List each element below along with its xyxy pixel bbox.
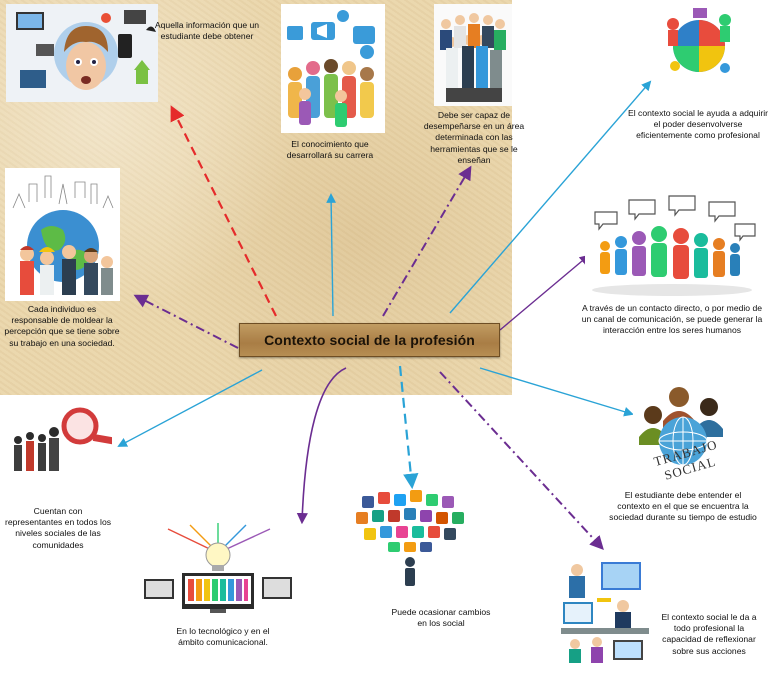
connector-responsible [133,294,239,349]
node-power: El contexto social le ayuda a adquirir e… [628,108,768,141]
node-responsible: Cada individuo es responsable de moldear… [4,304,120,348]
connector-perform [382,165,472,317]
connector-power [449,80,652,314]
node-technology: En lo tecnológico y en el ámbito comunic… [176,626,270,648]
knowledge-people-image [281,4,385,133]
connector-knowledge [326,193,337,317]
node-perform: Debe ser capaz de desempeñarse en un áre… [423,110,525,165]
connector-changes [398,365,419,490]
node-knowledge: El conocimiento que desarrollará su carr… [286,139,374,161]
workers-group-image [434,4,512,106]
node-representatives: Cuentan con representantes en todos los … [4,506,112,550]
puzzle-people-image [655,4,741,82]
connector-technology [296,367,347,525]
node-reflect: El contexto social le da a todo profesio… [661,612,757,656]
trabajo-social-logo: TRABAJO SOCIAL [633,381,743,485]
connector-reflect [439,371,604,551]
technology-head-image [6,4,158,102]
connector-representatives [117,369,263,447]
connector-interaction [499,254,590,331]
connector-student [479,367,634,417]
technology-bulb-image [138,523,300,616]
connector-information [170,105,277,317]
node-interaction: A través de un contacto directo, o por m… [581,303,763,336]
central-topic: Contexto social de la profesión [239,323,500,357]
node-student: El estudiante debe entender el contexto … [609,490,757,523]
representatives-magnifier-image [8,396,112,476]
node-changes: Puede ocasionar cambios en los social [391,607,491,629]
node-information: Aquella información que un estudiante de… [154,20,260,42]
office-collage-image [557,558,653,666]
communication-people-image [585,190,760,298]
social-network-image [352,490,470,590]
kids-globe-image [5,168,120,301]
